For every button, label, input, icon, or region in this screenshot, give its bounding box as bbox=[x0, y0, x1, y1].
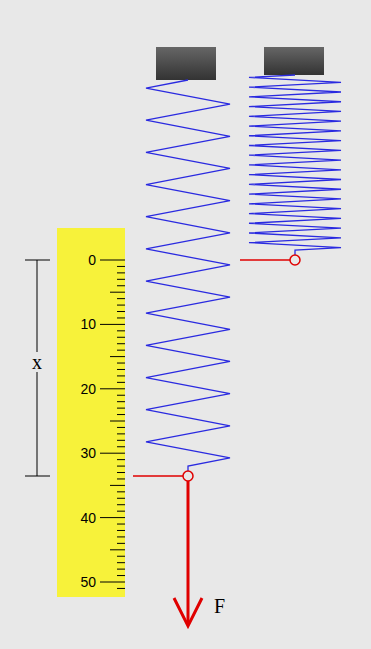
scale-number: 20 bbox=[80, 382, 96, 396]
mount-block bbox=[264, 47, 324, 75]
scale-number: 40 bbox=[80, 511, 96, 525]
relaxed-spring bbox=[249, 75, 341, 255]
mount-block bbox=[156, 47, 216, 80]
scale-number: 30 bbox=[80, 446, 96, 460]
scale-number: 50 bbox=[80, 575, 96, 589]
force-label: F bbox=[212, 596, 227, 616]
scale-number: 10 bbox=[80, 317, 96, 331]
ruler-ticks bbox=[100, 260, 125, 588]
scale-number: 0 bbox=[88, 253, 96, 267]
dimension-bracket bbox=[25, 260, 50, 476]
force-arrow bbox=[174, 481, 202, 626]
displacement-label: x bbox=[30, 352, 44, 372]
stretched-spring bbox=[146, 80, 230, 471]
spring-end-marker bbox=[133, 255, 300, 481]
ruler bbox=[57, 228, 125, 597]
